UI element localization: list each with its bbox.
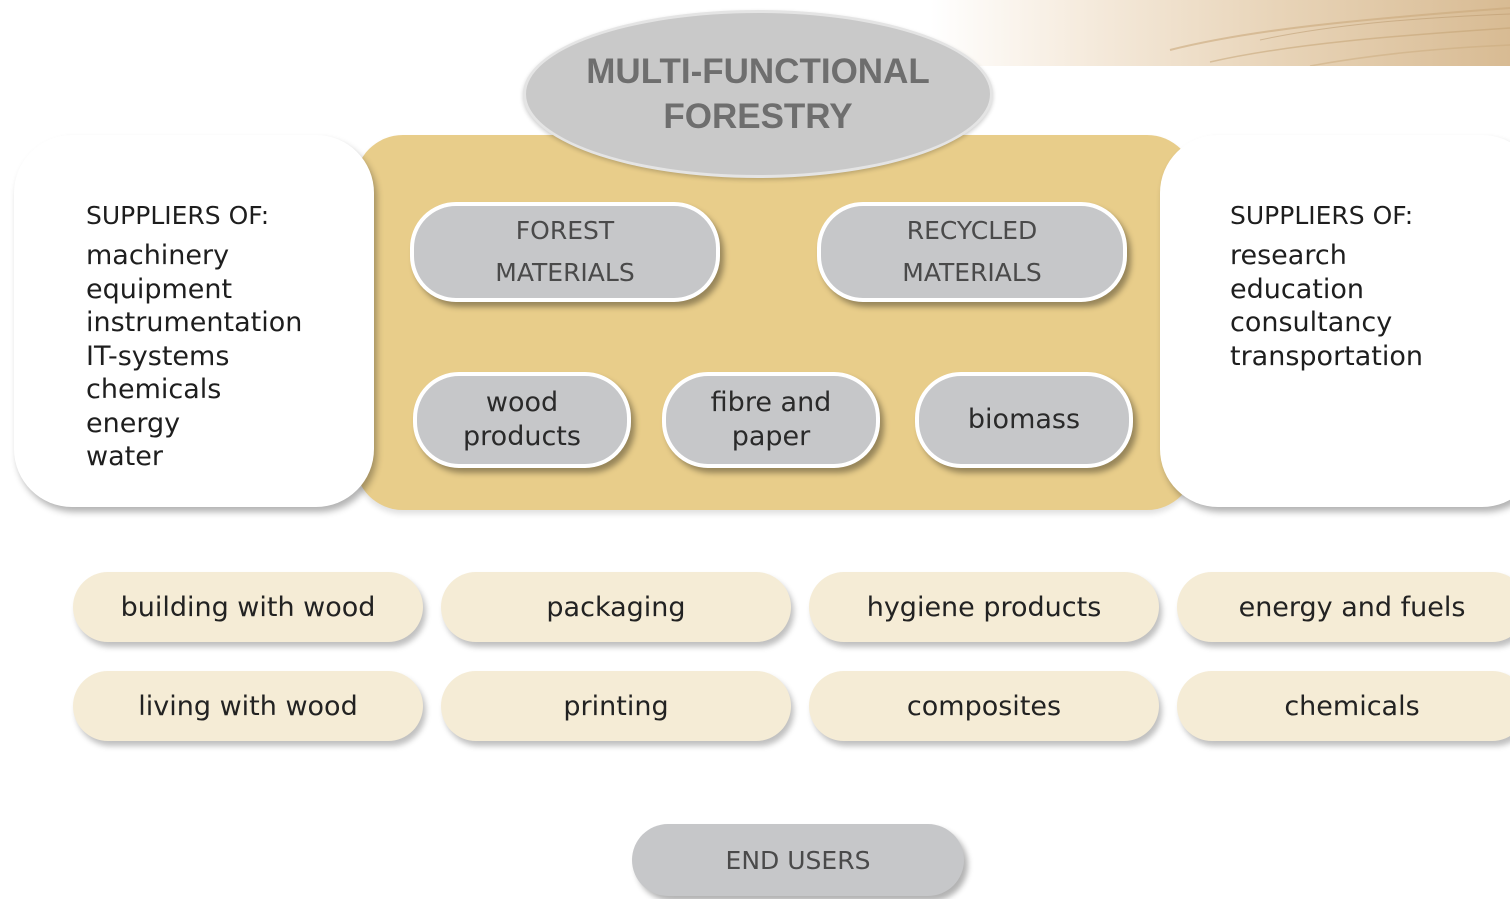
list-item: consultancy	[1230, 307, 1393, 338]
fibre-paper-line-1: fibre and	[710, 387, 832, 418]
application-chemicals: chemicals	[1177, 671, 1510, 741]
application-printing: printing	[441, 671, 791, 741]
biomass-label: biomass	[967, 404, 1081, 435]
title-line-1: MULTI-FUNCTIONAL	[586, 52, 930, 91]
list-item: education	[1230, 273, 1364, 305]
left-suppliers-list: machinery equipment instrumentation IT-s…	[86, 239, 302, 474]
list-item: IT-systems	[86, 340, 230, 372]
forest-materials-line-2: MATERIALS	[495, 258, 635, 287]
title-oval: MULTI-FUNCTIONAL FORESTRY	[523, 10, 993, 178]
application-hygiene-products: hygiene products	[809, 572, 1159, 642]
list-item: instrumentation	[86, 307, 303, 338]
list-item: transportation	[1230, 340, 1424, 372]
recycled-materials-line-1: RECYCLED	[906, 216, 1038, 245]
application-composites: composites	[809, 671, 1159, 741]
list-item: equipment	[86, 273, 233, 305]
fibre-paper-line-2: paper	[731, 421, 811, 452]
biomass-pill: biomass	[915, 372, 1133, 468]
wood-products-line-1: wood	[485, 387, 559, 418]
recycled-materials-pill: RECYCLED MATERIALS	[817, 202, 1127, 302]
forest-materials-pill: FOREST MATERIALS	[410, 202, 720, 302]
left-suppliers-box: SUPPLIERS OF: machinery equipment instru…	[14, 135, 374, 507]
title-line-2: FORESTRY	[663, 97, 853, 136]
fibre-paper-pill: fibre and paper	[662, 372, 880, 468]
application-packaging: packaging	[441, 572, 791, 642]
forest-materials-line-1: FOREST	[515, 216, 615, 245]
left-suppliers-heading: SUPPLIERS OF:	[86, 201, 270, 230]
application-living-with-wood: living with wood	[73, 671, 423, 741]
right-suppliers-heading: SUPPLIERS OF:	[1230, 201, 1414, 230]
application-building-with-wood: building with wood	[73, 572, 423, 642]
recycled-materials-line-2: MATERIALS	[902, 258, 1042, 287]
list-item: energy	[86, 407, 181, 439]
list-item: research	[1230, 240, 1347, 271]
list-item: water	[86, 441, 163, 472]
list-item: machinery	[86, 240, 230, 271]
application-energy-and-fuels: energy and fuels	[1177, 572, 1510, 642]
list-item: chemicals	[86, 374, 222, 405]
wood-products-line-2: products	[463, 421, 581, 452]
right-suppliers-list: research education consultancy transport…	[1230, 239, 1423, 373]
wood-products-pill: wood products	[413, 372, 631, 468]
end-users-label: END USERS	[725, 845, 871, 875]
end-users-pill: END USERS	[632, 824, 964, 896]
wood-grain-banner	[930, 0, 1510, 66]
right-suppliers-box: SUPPLIERS OF: research education consult…	[1160, 135, 1510, 507]
